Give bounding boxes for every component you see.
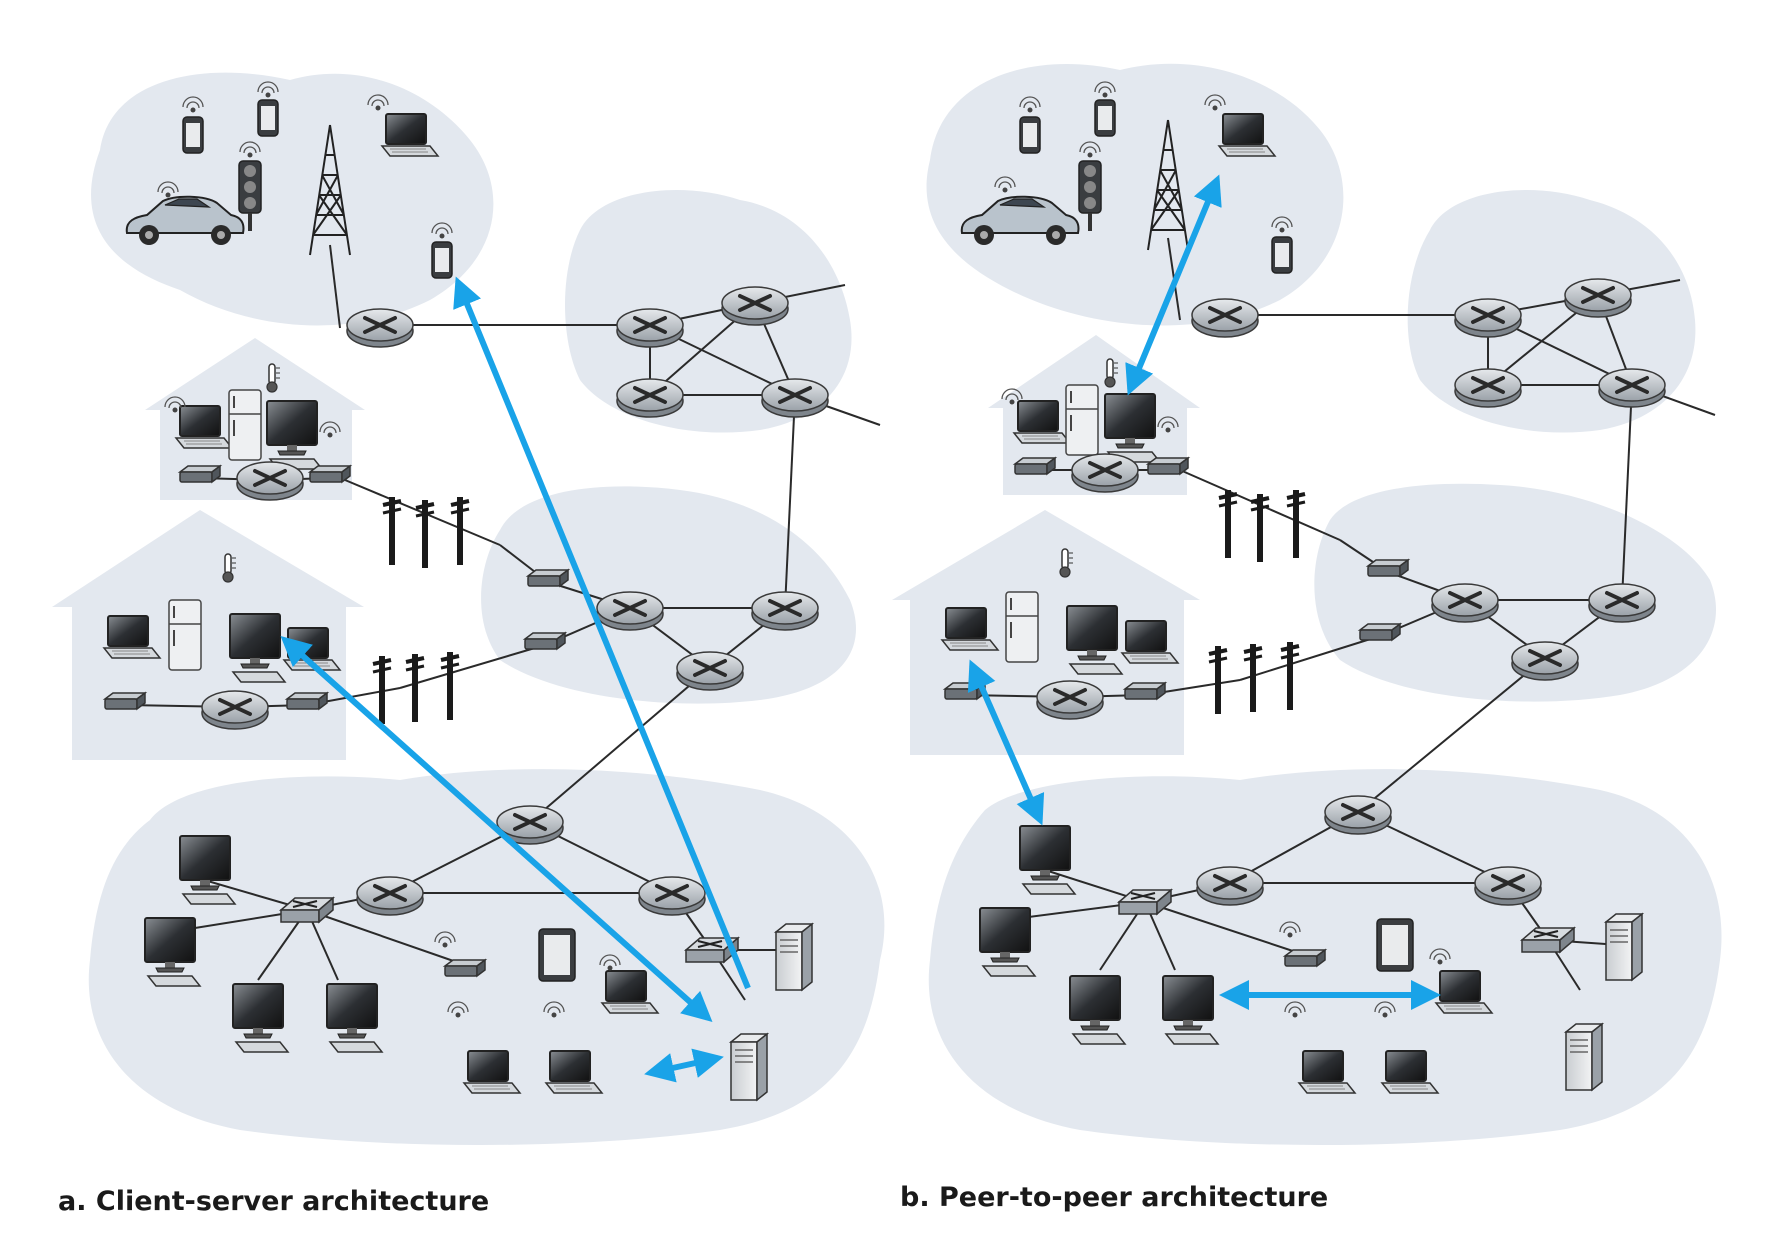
smartphone-icon	[431, 241, 453, 279]
server-tower-icon	[775, 923, 813, 991]
monitor-desktop-icon	[1019, 825, 1076, 895]
peer-to-peer-arrow	[1125, 174, 1222, 396]
smartphone-icon	[1271, 236, 1293, 274]
router-icon	[637, 875, 707, 917]
fridge-icon	[1005, 591, 1039, 663]
utility-pole-icon	[1209, 646, 1227, 714]
isp-cloud-middle	[1314, 483, 1716, 702]
modem-icon	[179, 465, 221, 483]
utility-pole-icon	[1251, 494, 1269, 562]
modem-icon	[1284, 949, 1326, 967]
monitor-desktop-icon	[1066, 605, 1123, 675]
monitor-desktop-icon	[1162, 975, 1219, 1045]
router-icon	[355, 875, 425, 917]
utility-pole-icon	[1219, 490, 1237, 558]
smartphone-icon	[182, 116, 204, 154]
router-icon	[675, 650, 745, 692]
monitor-desktop-icon	[266, 400, 323, 470]
monitor-desktop-icon	[1069, 975, 1126, 1045]
panel-a-client-server	[52, 72, 885, 1145]
router-icon	[1195, 865, 1265, 907]
utility-pole-icon	[383, 497, 401, 565]
arrows-b	[967, 174, 1441, 1010]
router-icon	[1070, 452, 1140, 494]
router-icon	[595, 590, 665, 632]
monitor-desktop-icon	[1104, 393, 1161, 463]
monitor-desktop-icon	[144, 917, 201, 987]
panel-b-peer-to-peer	[892, 63, 1722, 1145]
modem-icon	[444, 959, 486, 977]
router-icon	[1190, 297, 1260, 339]
router-icon	[750, 590, 820, 632]
server-icon	[1565, 1023, 1603, 1091]
modem-icon	[1147, 457, 1189, 475]
router-icon	[345, 307, 415, 349]
router-icon	[1473, 865, 1543, 907]
client-server-arrow	[644, 1048, 724, 1083]
fridge-icon	[228, 389, 262, 461]
arrows-a	[280, 276, 751, 1083]
utility-pole-icon	[441, 652, 459, 720]
fridge-icon	[168, 599, 202, 671]
router-icon	[235, 460, 305, 502]
router-icon	[1510, 640, 1580, 682]
monitor-desktop-icon	[232, 983, 289, 1053]
router-icon	[720, 285, 790, 327]
modem-icon	[309, 465, 351, 483]
router-icon	[1597, 367, 1667, 409]
router-icon	[1563, 277, 1633, 319]
modem-icon	[1014, 457, 1056, 475]
peer-to-peer-arrow	[967, 659, 1045, 826]
router-icon	[1453, 297, 1523, 339]
router-icon	[1430, 582, 1500, 624]
modem-icon	[527, 569, 569, 587]
monitor-desktop-icon	[229, 613, 286, 683]
fridge-icon	[1065, 384, 1099, 456]
monitor-desktop-icon	[326, 983, 383, 1053]
modem-icon	[286, 692, 328, 710]
links-b	[964, 237, 1716, 991]
client-server-arrow	[280, 636, 713, 1022]
smartphone-icon	[1019, 116, 1041, 154]
router-icon	[1587, 582, 1657, 624]
utility-pole-icon	[1281, 642, 1299, 710]
mobile-network-cloud	[91, 72, 494, 326]
monitor-desktop-icon	[979, 907, 1036, 977]
utility-pole-icon	[406, 654, 424, 722]
tablet-icon	[538, 928, 576, 982]
smartphone-icon	[257, 99, 279, 137]
router-icon	[1035, 679, 1105, 721]
isp-cloud-top	[565, 190, 852, 433]
server-tower-icon	[1605, 913, 1643, 981]
modem-icon	[1359, 623, 1401, 641]
tablet-icon	[1376, 918, 1414, 972]
mobile-network-cloud	[926, 63, 1344, 326]
caption-peer-to-peer: b. Peer-to-peer architecture	[900, 1182, 1329, 1213]
server-icon	[730, 1033, 768, 1101]
router-icon	[760, 377, 830, 419]
modem-icon	[104, 692, 146, 710]
router-icon	[615, 377, 685, 419]
router-icon	[200, 689, 270, 731]
router-icon	[1453, 367, 1523, 409]
router-icon	[1323, 794, 1393, 836]
smartphone-icon	[1094, 99, 1116, 137]
monitor-desktop-icon	[179, 835, 236, 905]
modem-icon	[1367, 559, 1409, 577]
router-icon	[615, 307, 685, 349]
modem-icon	[524, 632, 566, 650]
caption-client-server: a. Client-server architecture	[58, 1186, 490, 1217]
modem-icon	[1124, 682, 1166, 700]
